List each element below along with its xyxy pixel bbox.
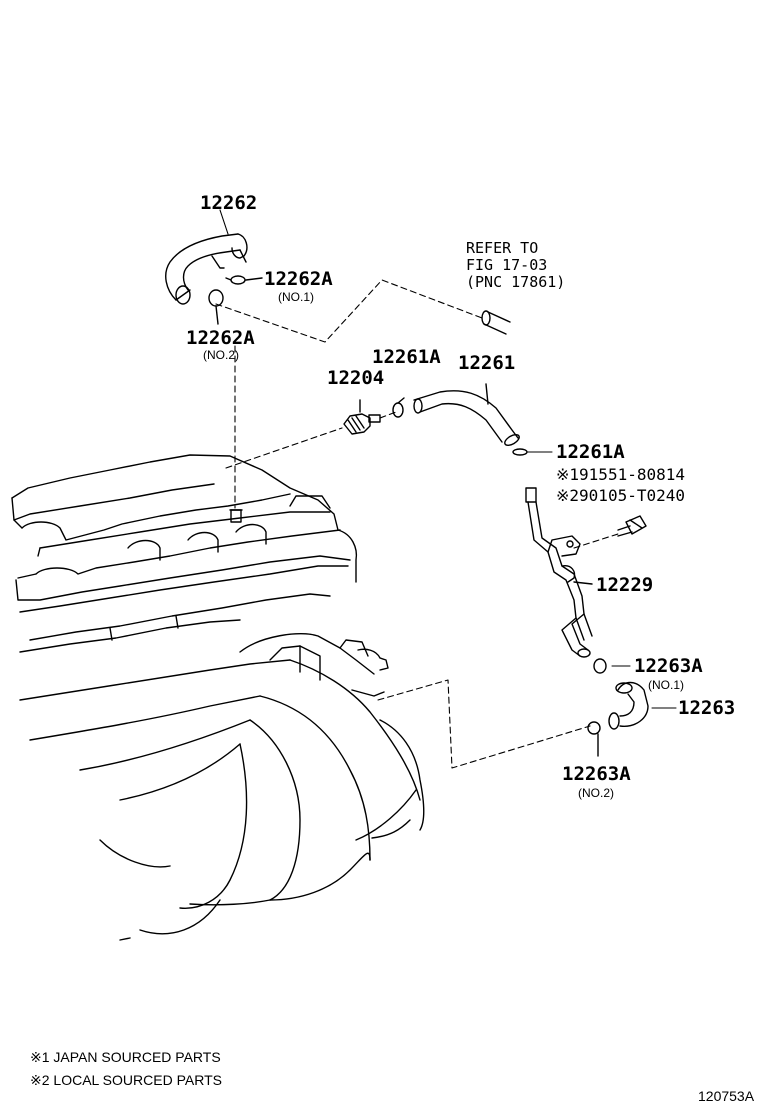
- label-12263a-no2-sub: (NO.2): [578, 786, 614, 800]
- refer-to-note: REFER TO FIG 17-03 (PNC 17861): [466, 240, 565, 291]
- label-12261a-mid: 12261A: [556, 441, 625, 463]
- label-12263a-no1: 12263A: [634, 655, 703, 677]
- label-local-part-2: ※290105-T0240: [556, 486, 685, 505]
- ref-hose-stub: [481, 310, 511, 335]
- footnote-local-sourced: ※2 LOCAL SOURCED PARTS: [30, 1072, 222, 1088]
- footnote-japan-sourced: ※1 JAPAN SOURCED PARTS: [30, 1049, 221, 1065]
- leader-lines: [219, 209, 677, 709]
- label-12229: 12229: [596, 574, 654, 596]
- label-12262a-no1: 12262A: [264, 268, 333, 290]
- label-12263a-no1-sub: (NO.1): [648, 678, 684, 692]
- label-12204: 12204: [327, 367, 385, 389]
- pcv-valve-12204-drawing: [343, 399, 381, 435]
- label-12262a-no1-sub: (NO.1): [278, 290, 314, 304]
- figure-number: 120753A: [698, 1088, 755, 1104]
- hose-12263-drawing: [587, 658, 649, 757]
- label-local-part-1: ※191551-80814: [556, 465, 685, 484]
- bolt-drawing: [617, 515, 647, 537]
- label-12262a-no2-sub: (NO.2): [203, 348, 239, 362]
- engine-head-drawing: [11, 454, 425, 941]
- label-12262a-no2: 12262A: [186, 327, 255, 349]
- label-12263a-no2: 12263A: [562, 763, 631, 785]
- label-12261a-top: 12261A: [372, 346, 441, 368]
- label-12263: 12263: [678, 697, 736, 719]
- hose-12262-drawing: [165, 233, 263, 325]
- refer-line-2: FIG 17-03: [466, 256, 548, 274]
- pipe-12229-drawing: [525, 487, 593, 658]
- connection-lines: [215, 279, 619, 769]
- refer-line-3: (PNC 17861): [466, 273, 566, 291]
- label-12262: 12262: [200, 192, 258, 214]
- hose-12261-drawing: [392, 383, 528, 456]
- refer-line-1: REFER TO: [466, 239, 539, 257]
- label-12261: 12261: [458, 352, 516, 374]
